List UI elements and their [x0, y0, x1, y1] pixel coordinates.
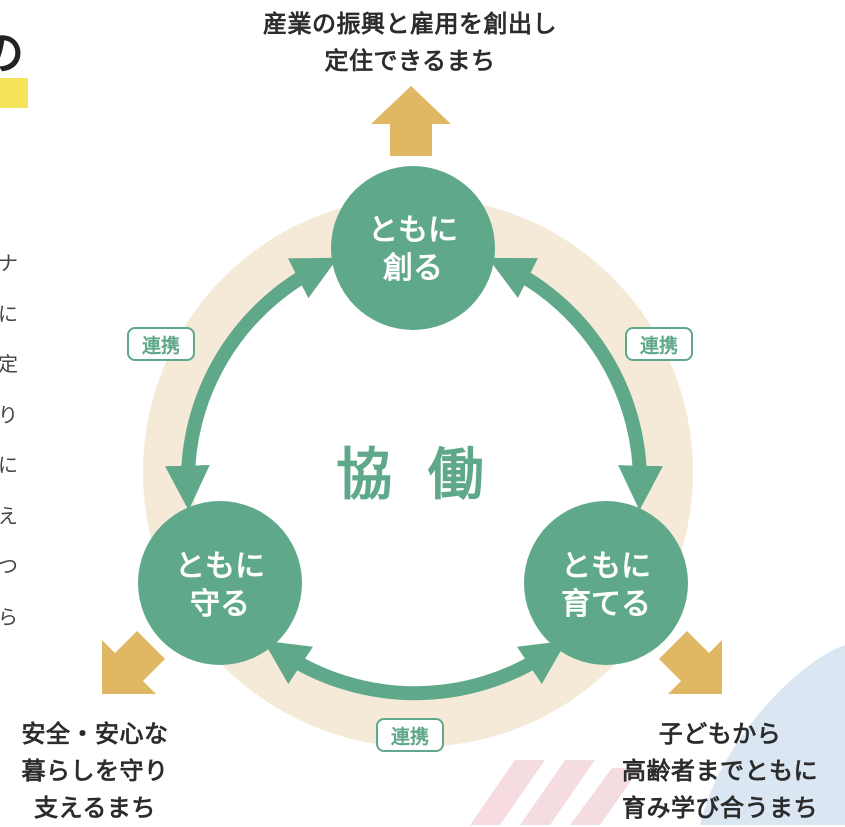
paragraph-char: ナ — [0, 251, 18, 275]
arrow-up-icon — [371, 86, 451, 156]
link-label-left: 連携 — [127, 327, 195, 361]
heading-fragment: の — [0, 26, 24, 80]
svg-text:ともに: ともに — [175, 549, 265, 584]
link-arrow-bottom — [263, 640, 567, 701]
svg-text:育てる: 育てる — [561, 587, 651, 622]
outcome-line: 定住できるまち — [324, 47, 496, 75]
outcome-line: 高齢者までともに — [622, 757, 818, 785]
paragraph-char: り — [0, 402, 18, 427]
svg-text:連携: 連携 — [142, 334, 180, 357]
heading-highlight — [0, 78, 28, 108]
svg-text:連携: 連携 — [391, 725, 429, 748]
paragraph-char: え — [0, 503, 18, 528]
node-top: ともに 創る — [331, 166, 495, 330]
paragraph-char: つ — [0, 554, 18, 578]
pink-stripes — [470, 760, 640, 825]
link-label-bottom: 連携 — [376, 718, 444, 752]
outcome-line: 支えるまち — [34, 794, 156, 822]
link-arrow-left — [165, 257, 338, 511]
node-right: ともに 育てる — [524, 501, 688, 665]
outcome-line: 子どもから — [658, 720, 782, 748]
svg-text:守る: 守る — [190, 587, 250, 622]
svg-text:連携: 連携 — [640, 334, 678, 357]
outcome-left: 安全・安心な 暮らしを守り 支えるまち — [0, 716, 200, 827]
cropped-paragraph: ナ に 定 り に え つ ら — [0, 238, 22, 642]
outcome-line: 安全・安心な — [21, 720, 169, 748]
outcome-right: 子どもから 高齢者までともに 育み学び合うまち — [590, 716, 845, 827]
blue-blob — [700, 645, 845, 825]
arrow-down-left-icon — [102, 631, 165, 694]
svg-text:ともに: ともに — [561, 549, 651, 584]
node-left: ともに 守る — [138, 501, 302, 665]
paragraph-char: ら — [0, 604, 18, 629]
arrow-down-right-icon — [659, 631, 722, 694]
link-arrow-right — [487, 257, 663, 511]
paragraph-char: に — [0, 453, 18, 477]
outcome-line: 育み学び合うまち — [622, 794, 818, 822]
outcome-line: 産業の振興と雇用を創出し — [263, 10, 557, 38]
outcome-top: 産業の振興と雇用を創出し 定住できるまち — [220, 6, 600, 80]
paragraph-char: に — [0, 301, 18, 326]
link-label-right: 連携 — [625, 327, 693, 361]
svg-text:創る: 創る — [383, 251, 443, 286]
paragraph-char: 定 — [0, 352, 18, 376]
center-label: 協 働 — [336, 443, 492, 508]
outcome-line: 暮らしを守り — [21, 757, 169, 785]
svg-text:ともに: ともに — [368, 213, 458, 248]
